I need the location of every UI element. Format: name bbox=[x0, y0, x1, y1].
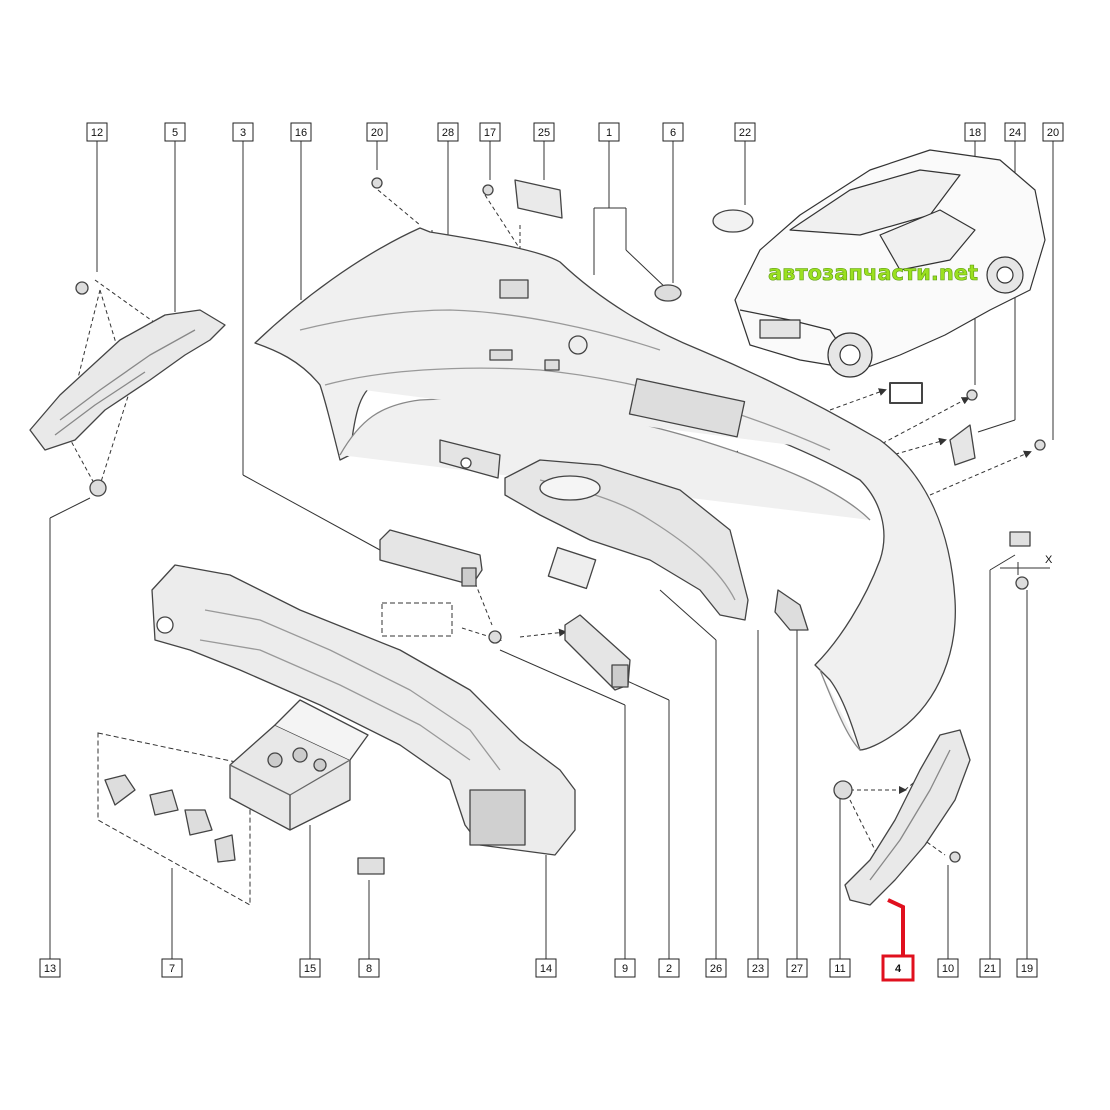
part-3-bracket bbox=[379, 529, 483, 587]
callout-label: 26 bbox=[710, 963, 722, 975]
callout-label: 14 bbox=[540, 963, 552, 975]
part-28-bracket bbox=[439, 439, 501, 479]
callout-label: 18 bbox=[969, 127, 981, 139]
callout-label: 3 bbox=[240, 127, 246, 139]
callout-box bbox=[232, 122, 254, 142]
right-bracket bbox=[844, 729, 971, 906]
callout-box bbox=[535, 958, 557, 978]
callout-label: 17 bbox=[484, 127, 496, 139]
site-watermark: автозапчасти.net bbox=[768, 261, 978, 285]
callout-label: 12 bbox=[91, 127, 103, 139]
callout-label: 24 bbox=[1009, 127, 1021, 139]
dashed-group-boxes bbox=[97, 602, 453, 906]
callout-box bbox=[1042, 122, 1064, 142]
callout-box bbox=[161, 958, 183, 978]
callout-box bbox=[1016, 958, 1038, 978]
callout-box bbox=[786, 958, 808, 978]
callout-label: 27 bbox=[791, 963, 803, 975]
callout-box bbox=[598, 122, 620, 142]
callout-label: 23 bbox=[752, 963, 764, 975]
callout-box bbox=[964, 122, 986, 142]
callout-box bbox=[299, 958, 321, 978]
callout-box bbox=[358, 958, 380, 978]
callout-box bbox=[86, 122, 108, 142]
highlight-leader bbox=[887, 898, 905, 960]
callout-box bbox=[479, 122, 501, 142]
callout-box bbox=[658, 958, 680, 978]
callout-box bbox=[1004, 122, 1026, 142]
callout-label: 15 bbox=[304, 963, 316, 975]
callout-box bbox=[164, 122, 186, 142]
callout-label: 11 bbox=[834, 963, 845, 975]
callout-label: 20 bbox=[1047, 127, 1059, 139]
callout-box bbox=[366, 122, 388, 142]
callout-label: 8 bbox=[366, 963, 372, 975]
callout-box bbox=[437, 122, 459, 142]
callout-label: 4 bbox=[895, 963, 902, 975]
callout-label: 25 bbox=[538, 127, 550, 139]
callout-label: 19 bbox=[1021, 963, 1033, 975]
callout-box bbox=[662, 122, 684, 142]
callout-label: 20 bbox=[371, 127, 383, 139]
callout-box bbox=[705, 958, 727, 978]
callout-label: 16 bbox=[295, 127, 307, 139]
part-2-bracket bbox=[564, 614, 631, 691]
callout-box bbox=[747, 958, 769, 978]
callout-label: 10 bbox=[942, 963, 954, 975]
callout-label: 7 bbox=[169, 963, 175, 975]
callout-label: 6 bbox=[670, 127, 676, 139]
callout-box bbox=[533, 122, 555, 142]
callout-box bbox=[39, 958, 61, 978]
lower-diffuser bbox=[504, 459, 749, 621]
callout-label: 13 bbox=[44, 963, 56, 975]
axis-marker bbox=[1000, 562, 1050, 575]
callouts-bottom-row: 13 7 15 8 14 9 2 26 23 27 11 4 10 21 19 bbox=[39, 954, 1038, 982]
callout-label: 9 bbox=[622, 963, 628, 975]
axis-marker-label: X bbox=[1045, 554, 1053, 566]
part-7-clips bbox=[104, 774, 236, 863]
callout-label: 2 bbox=[666, 963, 672, 975]
callout-box bbox=[734, 122, 756, 142]
callout-box bbox=[290, 122, 312, 142]
callout-label: 5 bbox=[172, 127, 178, 139]
parts-line-art bbox=[29, 149, 1046, 906]
impact-beam bbox=[151, 564, 576, 856]
callout-label: 1 bbox=[606, 127, 612, 139]
callout-box-highlighted bbox=[881, 954, 915, 982]
fastener-box bbox=[229, 699, 369, 831]
car-illustration bbox=[734, 149, 1046, 378]
callout-label: 28 bbox=[442, 127, 454, 139]
left-bracket bbox=[29, 309, 226, 451]
callout-label: 21 bbox=[984, 963, 996, 975]
callout-box bbox=[614, 958, 636, 978]
callout-box bbox=[829, 958, 851, 978]
callout-label: 22 bbox=[739, 127, 751, 139]
callout-box bbox=[937, 958, 959, 978]
callout-box bbox=[979, 958, 1001, 978]
